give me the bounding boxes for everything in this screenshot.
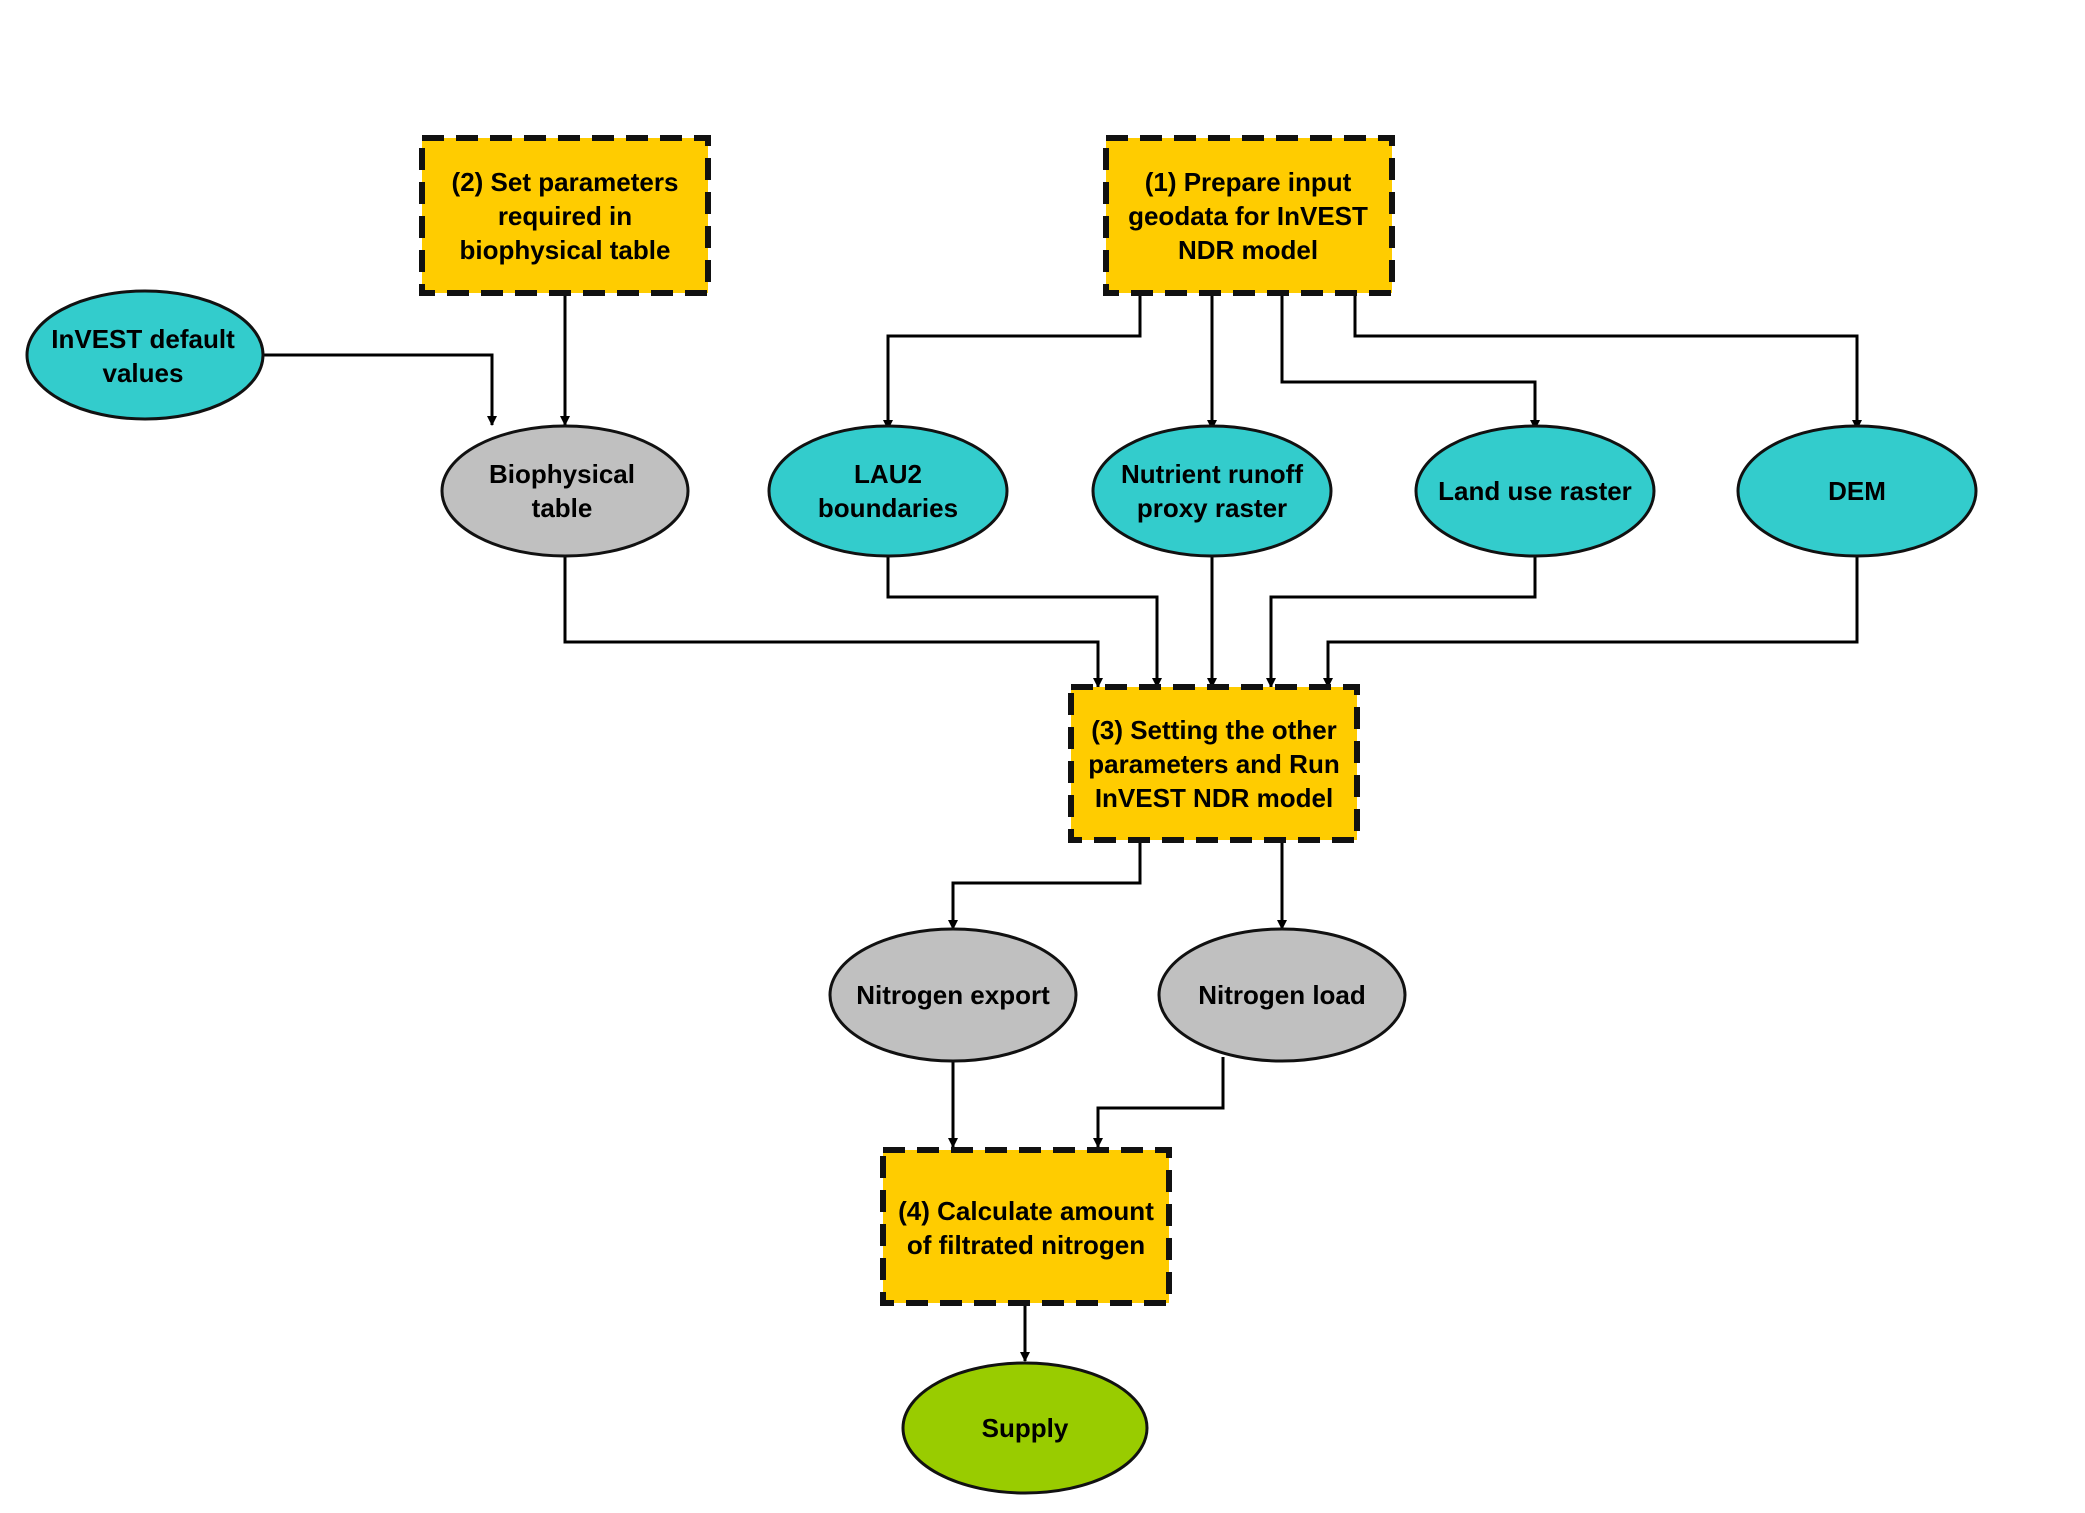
step-2-label: (2) Set parameters required in biophysical… [452,167,679,265]
edge-step3-to-nitrogen-export [948,843,1142,930]
lau2-boundaries-ellipse [767,424,1009,558]
edge-step1-to-lau2 [883,296,1142,430]
label-line: Nutrient runoff [1121,459,1303,489]
node-land-use-raster: Land use raster [1414,424,1656,558]
step-4-calculate: (4) Calculate amount of filtrated nitroge… [880,1147,1172,1306]
lau2-boundaries-label: LAU2 boundaries [818,459,958,523]
step-1-label: (1) Prepare input geodata for InVEST NDR m… [1128,167,1368,265]
edge-nitrogen-load-to-step4 [1093,1057,1225,1148]
supply-label: Supply [982,1413,1069,1443]
biophysical-table-label: Biophysical table [489,459,635,523]
label-line: LAU2 [854,459,922,489]
label-line: proxy raster [1137,493,1287,523]
land-use-raster-label: Land use raster [1438,476,1632,506]
land-use-raster-ellipse [1414,424,1656,558]
dem-ellipse [1736,424,1978,558]
nutrient-runoff-label: Nutrient runoff proxy raster [1121,459,1303,523]
nitrogen-load-label: Nitrogen load [1198,980,1366,1010]
edge-lau2-to-step3 [886,555,1162,688]
nitrogen-export-ellipse [828,927,1078,1063]
step-2-set-parameters: (2) Set parameters required in biophysical… [419,135,711,296]
node-nitrogen-load: Nitrogen load [1157,927,1407,1063]
node-dem: DEM [1736,424,1978,558]
connectors [264,296,1862,1362]
step-3-box [1068,684,1360,843]
step-2-box [419,135,711,296]
label-line: table [532,493,593,523]
nitrogen-export-label: Nitrogen export [856,980,1050,1010]
step-4-label: (4) Calculate amount of filtrated nitroge… [898,1196,1154,1260]
label-line: Biophysical [489,459,635,489]
label-line: NDR model [1178,235,1318,265]
label-line: (1) Prepare input [1145,167,1352,197]
label-line: values [103,358,184,388]
edge-defaults-to-biophysical [264,353,497,426]
edge-land-use-to-step3 [1266,555,1537,688]
label-line: InVEST NDR model [1095,783,1333,813]
nitrogen-load-ellipse [1157,927,1407,1063]
label-line: Land use raster [1438,476,1632,506]
edge-step1-to-dem [1353,296,1862,430]
label-line: biophysical table [460,235,671,265]
label-line: Nitrogen export [856,980,1050,1010]
label-line: Nitrogen load [1198,980,1366,1010]
nutrient-runoff-ellipse [1091,424,1333,558]
node-nitrogen-export: Nitrogen export [828,927,1078,1063]
label-line: (2) Set parameters [452,167,679,197]
label-line: required in [498,201,632,231]
label-line: boundaries [818,493,958,523]
node-invest-defaults: InVEST default values [25,289,265,421]
step-1-prepare-geodata: (1) Prepare input geodata for InVEST NDR m… [1103,135,1395,296]
label-line: DEM [1828,476,1886,506]
dem-label: DEM [1828,476,1886,506]
node-supply: Supply [901,1361,1149,1495]
label-line: InVEST default [51,324,235,354]
label-line: parameters and Run [1088,749,1339,779]
edge-dem-to-step3 [1323,555,1859,688]
node-nutrient-runoff: Nutrient runoff proxy raster [1091,424,1333,558]
label-line: Supply [982,1413,1069,1443]
node-lau2-boundaries: LAU2 boundaries [767,424,1009,558]
edge-step1-to-land-use [1280,296,1540,430]
biophysical-table-ellipse [440,424,690,558]
label-line: (3) Setting the other [1091,715,1337,745]
label-line: of filtrated nitrogen [907,1230,1145,1260]
label-line: geodata for InVEST [1128,201,1368,231]
step-1-box [1103,135,1395,296]
invest-defaults-ellipse [25,289,265,421]
node-biophysical-table: Biophysical table [440,424,690,558]
supply-ellipse [901,1361,1149,1495]
invest-defaults-label: InVEST default values [51,324,235,388]
step-4-box [880,1147,1172,1306]
edge-biophysical-to-step3 [563,555,1103,688]
label-line: (4) Calculate amount [898,1196,1154,1226]
